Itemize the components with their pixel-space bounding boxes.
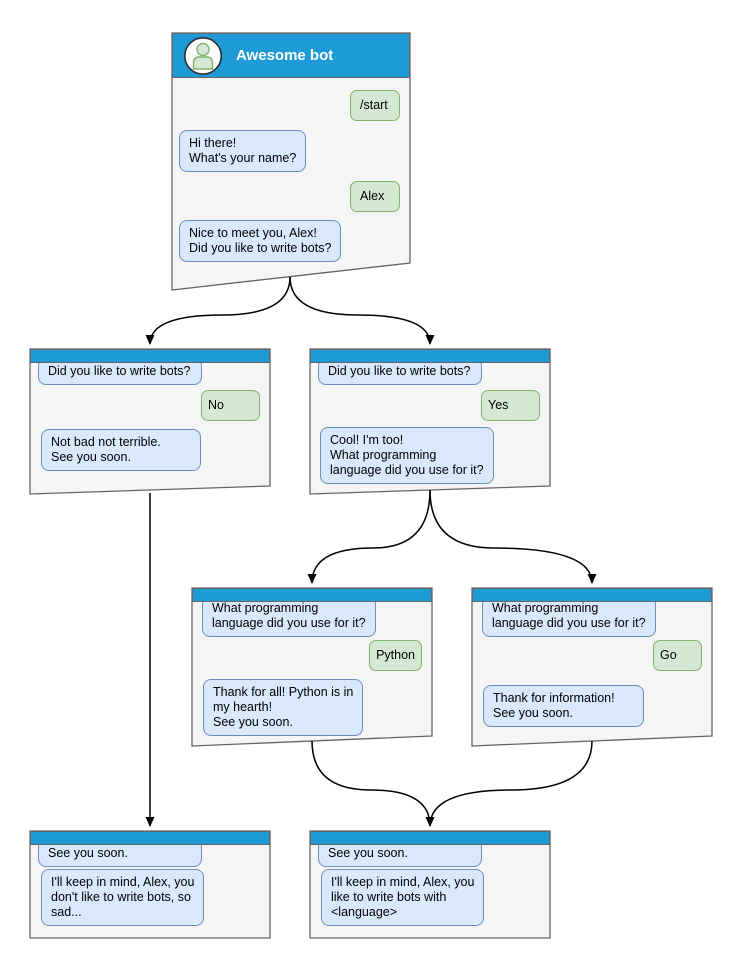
bot-message-bubble: What programming language did you use fo… bbox=[202, 595, 376, 637]
edge-go-to-end-yes bbox=[429, 740, 593, 827]
chat-window-no-titlebar bbox=[30, 349, 270, 363]
chat-window-python-titlebar bbox=[192, 588, 432, 602]
chat-window-go-titlebar bbox=[472, 588, 712, 602]
user-message-bubble: Python bbox=[369, 640, 422, 671]
bot-message-bubble: I'll keep in mind, Alex, you don't like … bbox=[41, 869, 205, 926]
edge-yes-to-go bbox=[429, 489, 597, 584]
chat-window-main-header: Awesome bot bbox=[172, 33, 410, 78]
bot-title: Awesome bot bbox=[236, 47, 334, 64]
bot-message-bubble: Nice to meet you, Alex! Did you like to … bbox=[179, 220, 342, 262]
bot-message-bubble: Cool! I'm too! What programming language… bbox=[320, 427, 494, 484]
bot-message-bubble: I'll keep in mind, Alex, you like to wri… bbox=[321, 869, 485, 926]
bot-message-bubble: Not bad not terrible. See you soon. bbox=[41, 429, 201, 471]
chat-window-end-yes-titlebar bbox=[310, 831, 550, 845]
edge-python-to-end-yes bbox=[311, 740, 435, 827]
edge-main-to-yes bbox=[289, 276, 435, 345]
user-message-bubble: Go bbox=[653, 640, 702, 671]
bot-avatar-icon bbox=[183, 36, 223, 75]
bot-message-bubble: Thank for information! See you soon. bbox=[483, 685, 644, 727]
bot-message-bubble: What programming language did you use fo… bbox=[482, 595, 656, 637]
user-message-bubble: Alex bbox=[350, 181, 400, 212]
bot-message-bubble: Hi there! What's your name? bbox=[179, 130, 307, 172]
chat-window-end-no-titlebar bbox=[30, 831, 270, 845]
edge-main-to-no bbox=[145, 276, 291, 345]
user-message-bubble: Yes bbox=[481, 390, 540, 421]
user-message-bubble: /start bbox=[350, 90, 400, 121]
user-message-bubble: No bbox=[201, 390, 260, 421]
edge-yes-to-python bbox=[307, 489, 431, 584]
chat-window-yes-titlebar bbox=[310, 349, 550, 363]
bot-message-bubble: Thank for all! Python is in my hearth! S… bbox=[203, 679, 364, 736]
